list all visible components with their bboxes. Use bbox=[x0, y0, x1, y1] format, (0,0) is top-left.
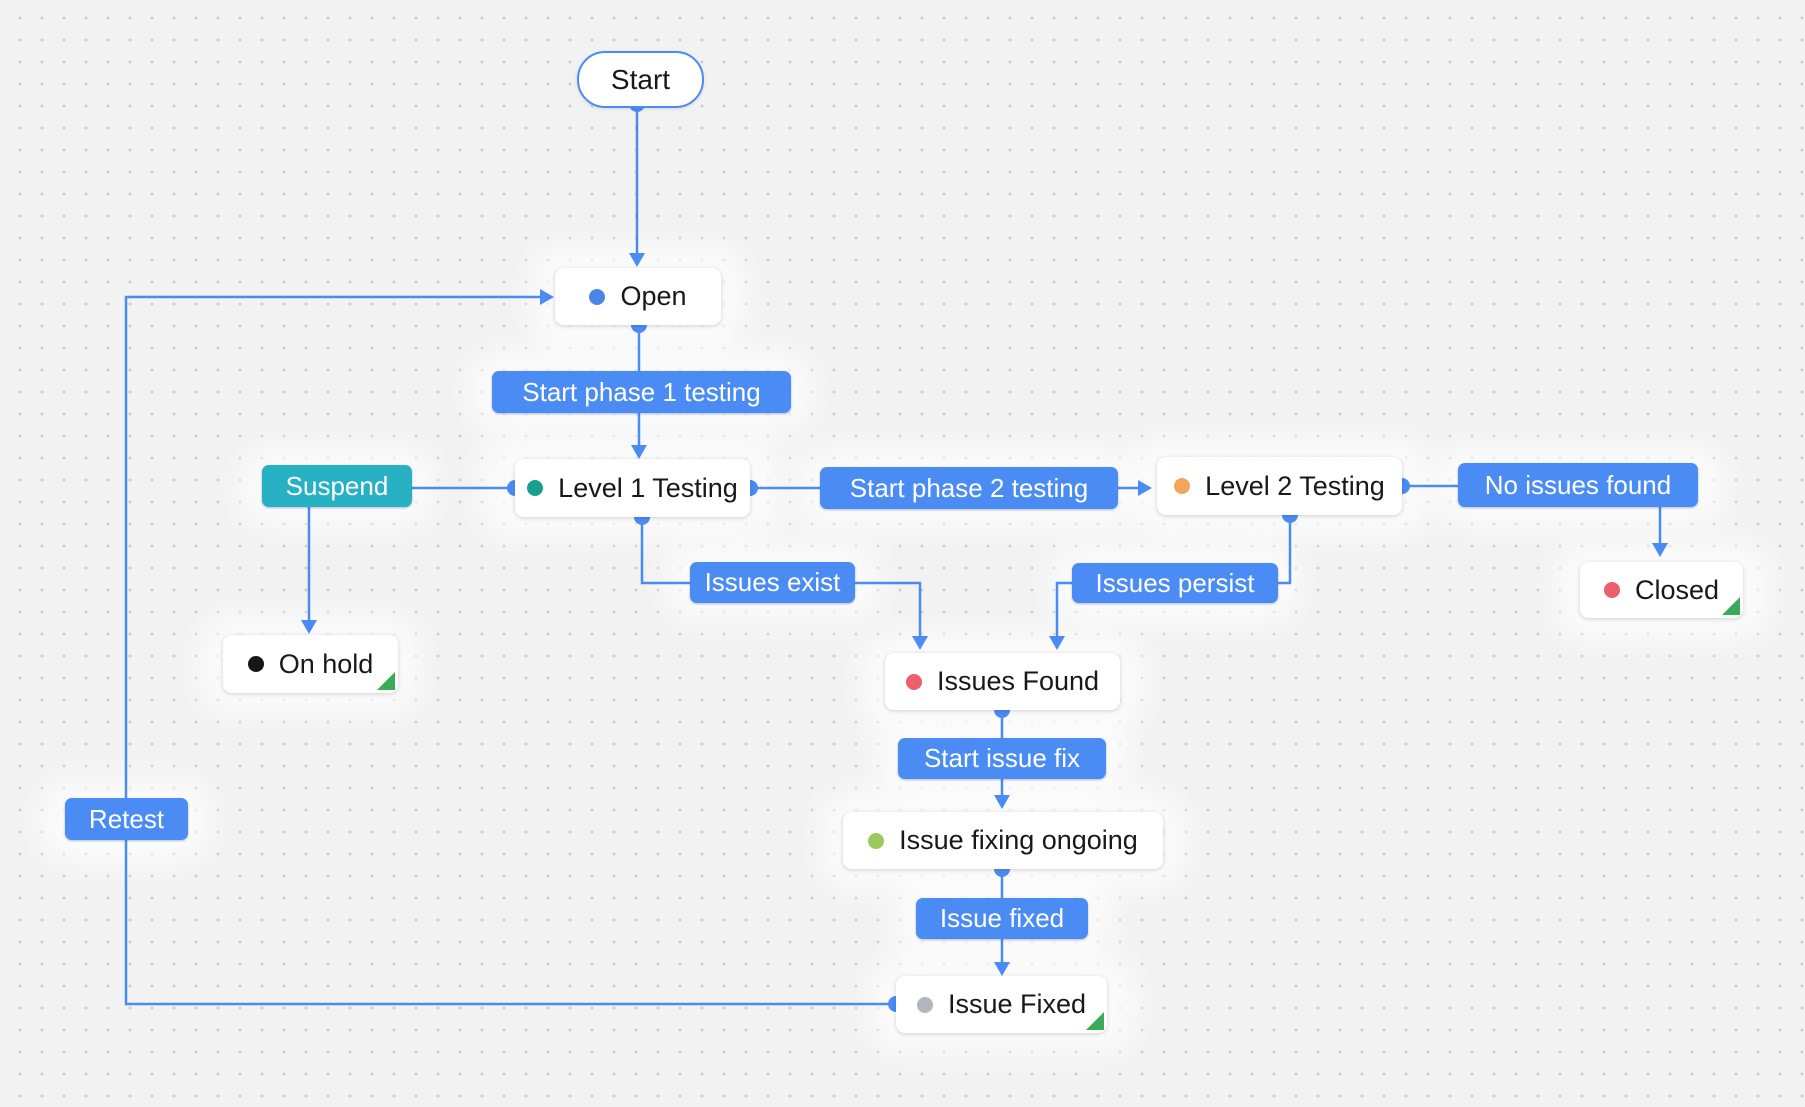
transition-label: Issue fixed bbox=[939, 903, 1065, 933]
status-dot bbox=[868, 832, 885, 849]
transition-start-issue-fix[interactable]: Start issue fix bbox=[898, 738, 1106, 779]
arrowhead-into-found-left bbox=[912, 636, 928, 650]
end-state-corner-marker bbox=[1722, 597, 1740, 615]
state-node-open[interactable]: Open bbox=[555, 268, 721, 325]
edge-lines bbox=[124, 104, 1662, 1006]
edge-level1-to-issuesexist bbox=[640, 517, 690, 585]
transition-start-phase-2-testing[interactable]: Start phase 2 testing bbox=[820, 467, 1118, 509]
start-node[interactable]: Start bbox=[577, 51, 704, 108]
arrowhead-into-open-top bbox=[629, 253, 645, 267]
edge-level2-to-issuespersist bbox=[1278, 515, 1292, 585]
state-label: Open bbox=[620, 281, 687, 311]
state-label: On hold bbox=[278, 648, 374, 679]
status-dot bbox=[905, 673, 922, 690]
transition-label: Issues persist bbox=[1095, 567, 1255, 598]
status-dot bbox=[527, 480, 544, 496]
end-state-corner-marker bbox=[1086, 1012, 1104, 1030]
transition-start-phase-1-testing[interactable]: Start phase 1 testing bbox=[492, 371, 791, 413]
status-dot bbox=[1603, 582, 1620, 598]
state-node-level-2-testing[interactable]: Level 2 Testing bbox=[1157, 457, 1402, 515]
state-node-closed[interactable]: Closed bbox=[1580, 562, 1743, 618]
state-label: Level 1 Testing bbox=[558, 472, 738, 503]
status-dot bbox=[1174, 478, 1191, 494]
transition-label: Start phase 1 testing bbox=[522, 376, 761, 407]
arrowhead-into-onhold bbox=[301, 620, 317, 634]
transition-issue-fixed[interactable]: Issue fixed bbox=[916, 898, 1088, 939]
arrowhead-into-fixing bbox=[994, 795, 1010, 809]
arrowhead-into-open-left bbox=[540, 289, 554, 305]
state-label: Level 2 Testing bbox=[1205, 470, 1385, 501]
state-node-issues-found[interactable]: Issues Found bbox=[885, 653, 1120, 710]
status-dot bbox=[589, 288, 606, 305]
edge-issuesexist-to-found bbox=[855, 581, 922, 642]
edge-retest-loop bbox=[124, 295, 896, 1006]
transition-issues-exist[interactable]: Issues exist bbox=[690, 562, 855, 603]
transition-label: Start phase 2 testing bbox=[849, 472, 1089, 503]
transition-label: Start issue fix bbox=[923, 743, 1081, 773]
state-node-issue-fixed[interactable]: Issue Fixed bbox=[896, 976, 1107, 1033]
transition-label: No issues found bbox=[1484, 469, 1672, 500]
status-dot bbox=[247, 656, 264, 672]
state-label: Issue Fixed bbox=[947, 989, 1087, 1019]
transition-label: Issues exist bbox=[704, 567, 841, 597]
state-label: Closed bbox=[1634, 574, 1720, 605]
state-label: Issues Found bbox=[936, 666, 1100, 696]
edge-markers bbox=[301, 96, 1668, 1012]
transition-no-issues-found[interactable]: No issues found bbox=[1458, 463, 1698, 507]
state-node-level-1-testing[interactable]: Level 1 Testing bbox=[515, 459, 750, 517]
arrowhead-into-closed bbox=[1652, 543, 1668, 557]
transition-label: Suspend bbox=[285, 470, 389, 501]
start-node-label: Start bbox=[610, 63, 671, 95]
status-dot bbox=[916, 996, 933, 1013]
transition-retest[interactable]: Retest bbox=[65, 798, 188, 840]
transition-suspend[interactable]: Suspend bbox=[262, 465, 412, 507]
arrowhead-into-level1 bbox=[631, 445, 647, 459]
transition-issues-persist[interactable]: Issues persist bbox=[1072, 563, 1278, 603]
arrowhead-into-found-right bbox=[1049, 636, 1065, 650]
state-node-on-hold[interactable]: On hold bbox=[223, 635, 398, 693]
edge-issuespersist-to-found bbox=[1055, 581, 1072, 642]
arrowhead-into-level2 bbox=[1138, 480, 1152, 496]
arrowhead-into-issuefixed bbox=[994, 962, 1010, 976]
end-state-corner-marker bbox=[377, 672, 395, 690]
transition-label: Retest bbox=[88, 803, 165, 834]
state-label: Issue fixing ongoing bbox=[899, 825, 1138, 855]
state-node-issue-fixing-ongoing[interactable]: Issue fixing ongoing bbox=[843, 812, 1163, 869]
